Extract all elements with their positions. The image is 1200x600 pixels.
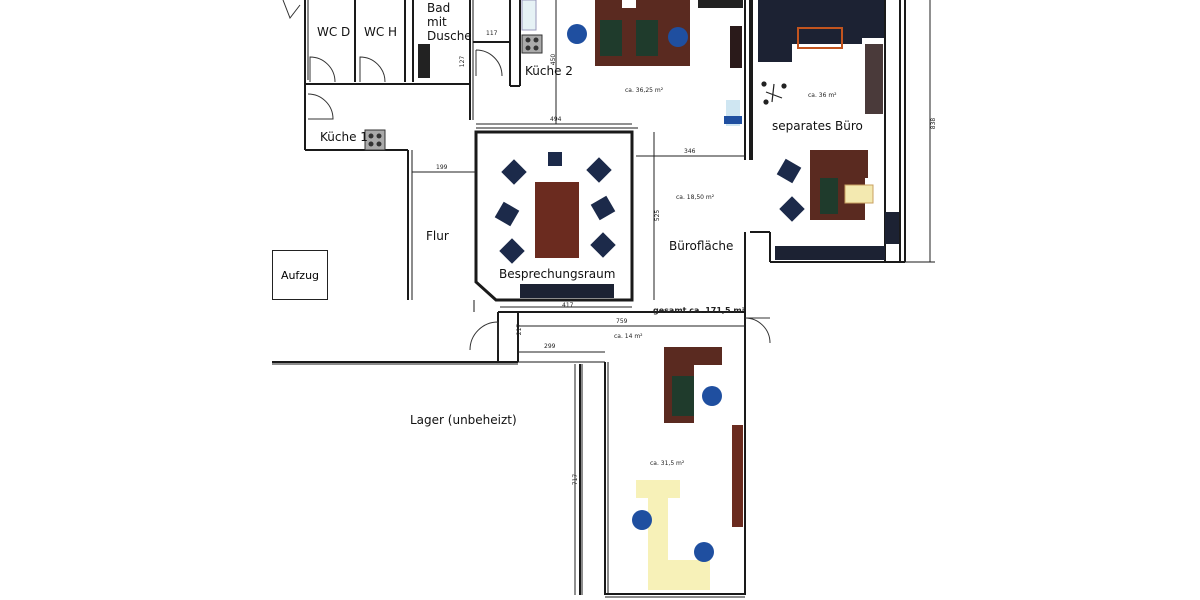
area-main-office: ca. 36,25 m² xyxy=(625,87,664,94)
dimension-label: 717 xyxy=(572,473,580,486)
room-label-wc-h: WC H xyxy=(364,25,398,39)
room-label-flur: Flur xyxy=(426,229,449,243)
dimension-label: 759 xyxy=(616,318,628,325)
dimension-label: 525 xyxy=(654,209,662,222)
dimension-label: 299 xyxy=(544,343,556,350)
area-separate-office: ca. 36 m² xyxy=(808,92,837,99)
room-label-separates-buero: separates Büro xyxy=(772,119,863,133)
room-label-bad: Bad mit Dusche xyxy=(427,1,472,43)
area-total: gesamt ca. 171,5 m² xyxy=(653,306,746,315)
dimension-label: 346 xyxy=(684,148,696,155)
dimension-label: 838 xyxy=(930,117,938,130)
dimension-label: 127 xyxy=(459,55,467,68)
area-lower-room: ca. 31,5 m² xyxy=(650,460,685,467)
dimension-label: 494 xyxy=(550,116,562,123)
room-label-wc-d: WC D xyxy=(317,25,351,39)
dimension-label: 417 xyxy=(562,302,574,309)
dimension-label: 450 xyxy=(550,53,558,66)
room-label-aufzug: Aufzug xyxy=(272,250,328,300)
area-middle-office: ca. 18,50 m² xyxy=(676,194,715,201)
dimension-label: 199 xyxy=(436,164,448,171)
room-label-kueche-1: Küche 1 xyxy=(320,130,368,144)
room-label-besprechungsraum: Besprechungsraum xyxy=(499,267,616,281)
room-label-kueche-2: Küche 2 xyxy=(525,64,573,78)
room-label-lager: Lager (unbeheizt) xyxy=(410,413,517,427)
room-label-buerofläche: Bürofläche xyxy=(669,239,734,253)
area-lower-room-top: ca. 14 m² xyxy=(614,333,643,340)
dimension-label: 117 xyxy=(486,30,498,37)
dimension-label: 217 xyxy=(516,323,524,336)
